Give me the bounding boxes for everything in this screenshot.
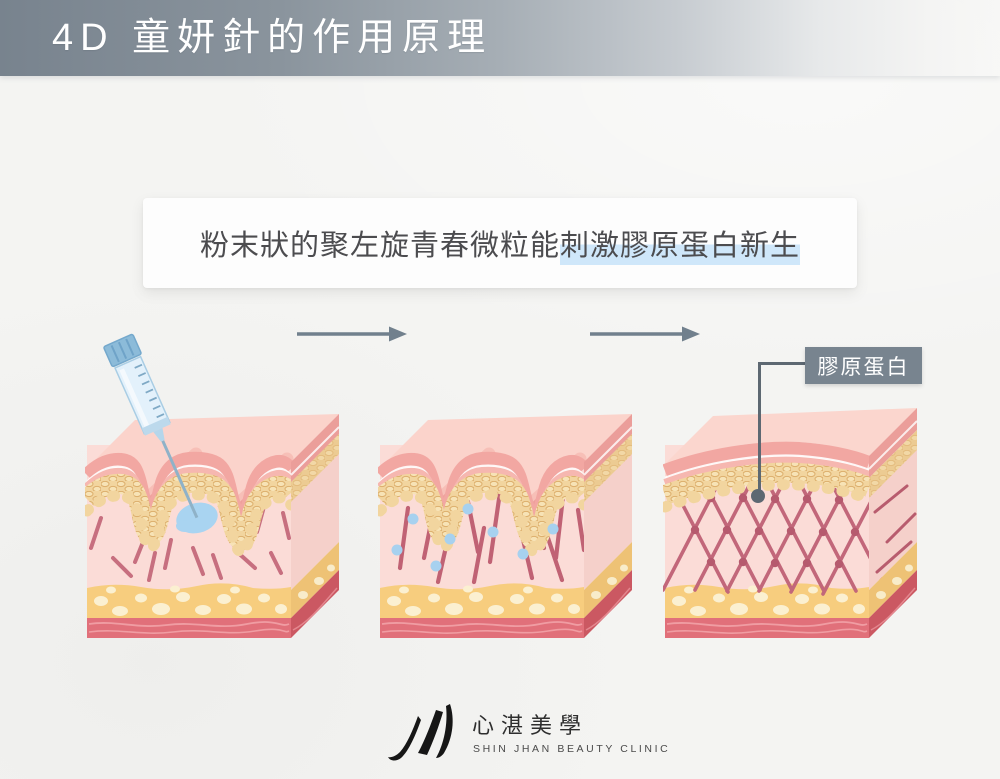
skin-block-collagen-mesh <box>663 390 921 642</box>
microparticle-dots <box>391 503 559 572</box>
collagen-label: 膠原蛋白 <box>805 347 922 384</box>
description-text: 粉末狀的聚左旋青春微粒能刺激膠原蛋白新生 <box>199 222 801 265</box>
description-card: 粉末狀的聚左旋青春微粒能刺激膠原蛋白新生 <box>143 198 857 288</box>
collagen-label-text: 膠原蛋白 <box>817 355 910 379</box>
filler-deposit <box>176 502 218 534</box>
callout-anchor-dot <box>751 489 765 503</box>
description-prefix: 粉末狀的聚左旋青春微粒能 <box>199 230 560 262</box>
side-mesh-lines <box>873 484 917 574</box>
page-title: 4D 童妍針的作用原理 <box>52 17 493 59</box>
header-banner: 4D 童妍針的作用原理 <box>0 0 1000 76</box>
callout-connector-vertical <box>758 362 761 496</box>
brand-logo-icon <box>388 704 453 761</box>
syringe-icon <box>103 333 199 519</box>
skin-block-injection <box>85 390 343 642</box>
callout-connector-horizontal <box>758 362 805 365</box>
description-highlight: 刺激膠原蛋白新生 <box>560 230 801 265</box>
right-arrow-icon <box>297 326 407 342</box>
brand-name-zh: 心湛美學 <box>472 713 589 738</box>
right-arrow-icon <box>590 326 700 342</box>
brand-name-en: SHIN JHAN BEAUTY CLINIC <box>473 743 671 755</box>
skin-block-particles <box>378 390 636 642</box>
